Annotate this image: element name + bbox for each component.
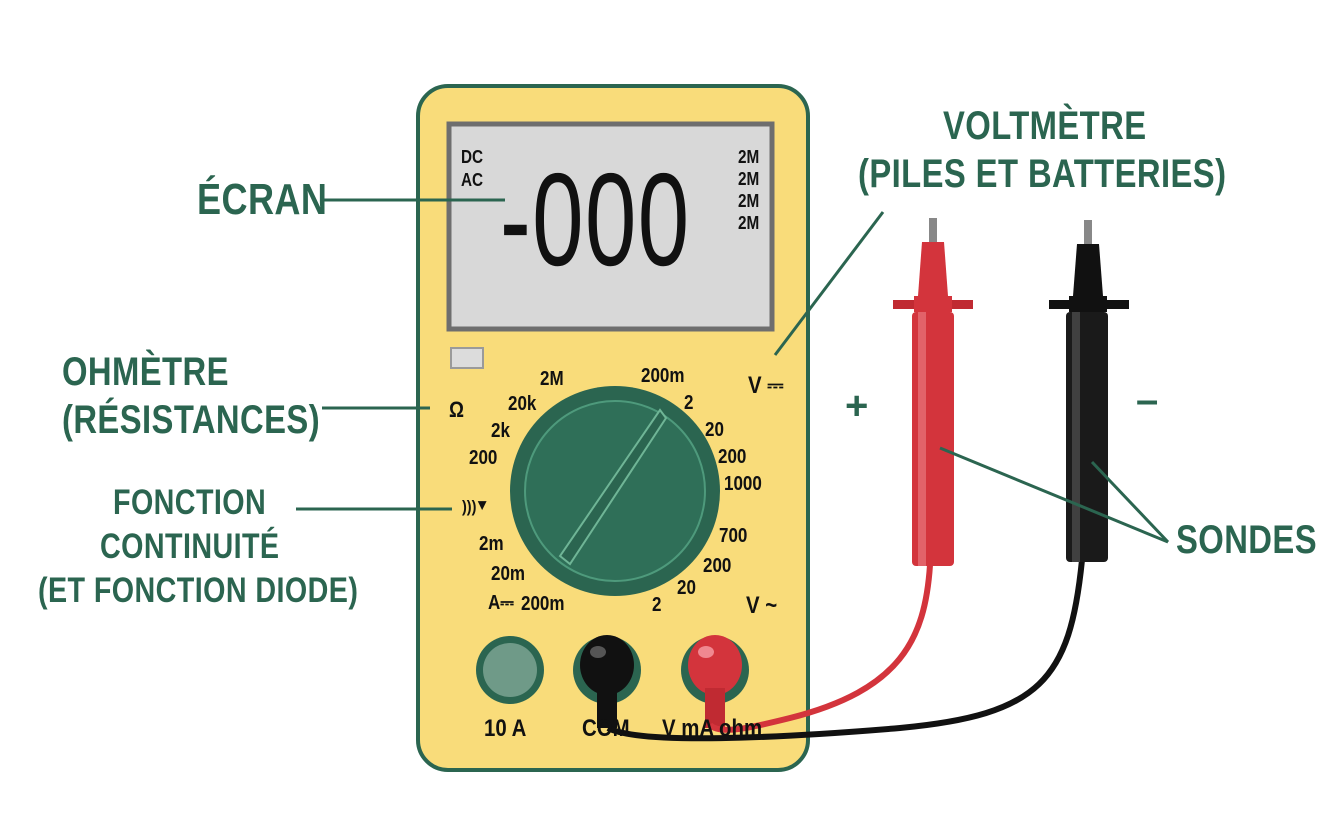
amp-range: 200m (521, 593, 565, 615)
lcd-range: 2M (738, 191, 760, 211)
adc-symbol: A⎓ (488, 592, 514, 614)
label-continuity-2: CONTINUITÉ (100, 527, 280, 566)
red-probe (893, 218, 973, 566)
amp-range: 20m (491, 563, 526, 585)
leader-probes-black (1090, 460, 1170, 544)
label-ohmmeter-title: OHMÈTRE (62, 350, 229, 394)
lcd-range: 2M (738, 169, 760, 189)
ohm-symbol: Ω (449, 397, 464, 422)
vdc-range: 20 (705, 419, 724, 441)
port-10a-label: 10 A (484, 715, 527, 742)
plus-sign: + (845, 384, 869, 428)
label-continuity-1: FONCTION (113, 483, 267, 522)
amp-range: 2m (479, 533, 504, 555)
lcd-range: 2M (738, 213, 760, 233)
label-voltmeter-title: VOLTMÈTRE (943, 104, 1147, 148)
hold-button (450, 347, 484, 369)
vdc-symbol: V ⎓ (748, 372, 784, 399)
vdc-range: 200m (641, 365, 685, 387)
lcd-range: 2M (738, 147, 760, 167)
ohm-range: 20k (508, 393, 537, 415)
red-cable (707, 564, 933, 733)
lcd-mode-ac: AC (461, 170, 484, 190)
black-plug (580, 635, 634, 695)
vac-symbol: V ~ (746, 592, 778, 619)
label-probes: SONDES (1176, 518, 1317, 562)
continuity-symbol: )))⯆ (462, 497, 489, 516)
vac-range: 20 (677, 577, 696, 599)
label-ohmmeter-subtitle: (RÉSISTANCES) (62, 398, 321, 442)
leader-voltmeter (773, 211, 885, 356)
label-screen: ÉCRAN (197, 175, 328, 224)
lcd-mode-dc: DC (461, 147, 484, 167)
vdc-range: 2 (684, 392, 694, 414)
leader-probes-red (939, 446, 1169, 544)
vdc-range: 200 (718, 446, 747, 468)
minus-sign: – (1136, 378, 1159, 422)
red-plug (688, 635, 742, 695)
black-cable (606, 559, 1085, 742)
vdc-range: 1000 (724, 473, 762, 495)
port-vmaohm-label: V mA ohm (662, 715, 763, 742)
dial-pointer (558, 408, 668, 566)
vac-range: 700 (719, 525, 748, 547)
lcd-reading: -000 (500, 146, 691, 293)
label-voltmeter-subtitle: (PILES ET BATTERIES) (858, 152, 1227, 196)
vac-range: 200 (703, 555, 732, 577)
ohm-range: 2M (540, 368, 564, 390)
label-continuity-3: (ET FONCTION DIODE) (38, 571, 359, 610)
port-com-label: COM (582, 715, 630, 742)
ohm-range: 2k (491, 420, 510, 442)
ohm-range: 200 (469, 447, 498, 469)
vac-range: 2 (652, 594, 662, 616)
black-probe (1049, 220, 1129, 562)
lcd-screen (446, 121, 775, 332)
